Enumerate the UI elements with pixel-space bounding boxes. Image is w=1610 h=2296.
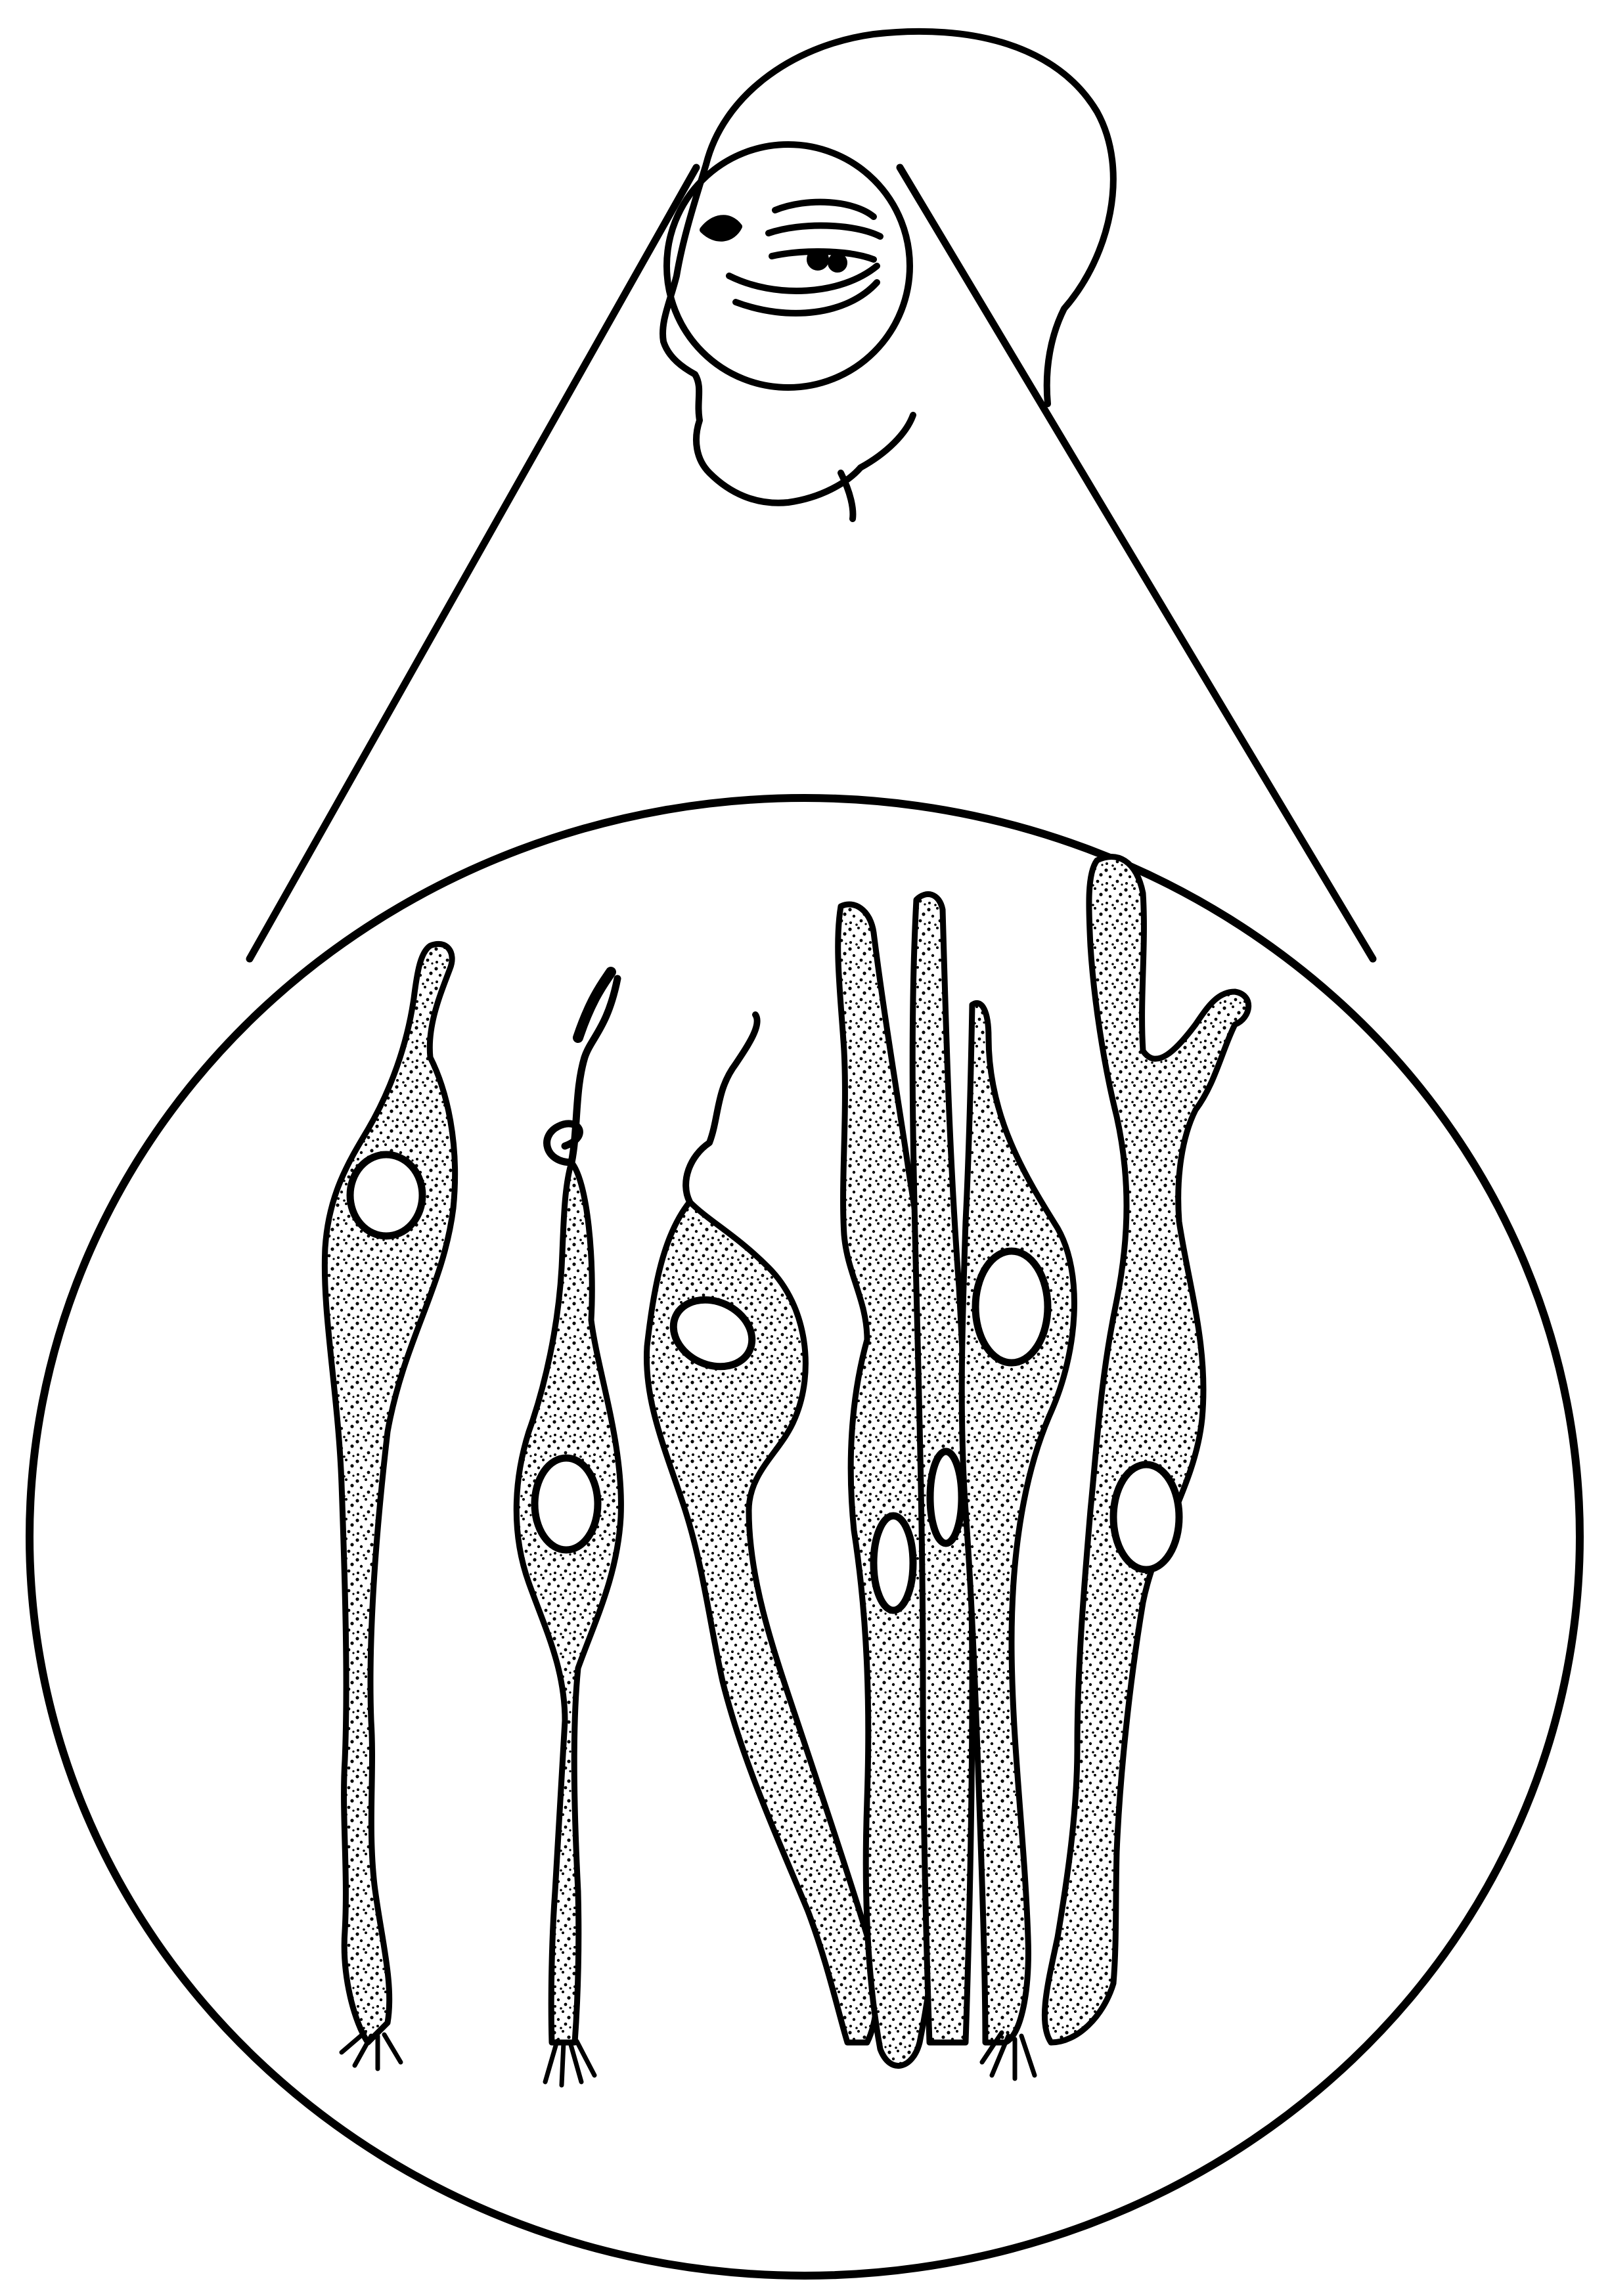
cell-group-icon bbox=[324, 856, 1248, 2085]
head-profile-icon bbox=[663, 32, 1113, 519]
magnified-circle-icon bbox=[30, 798, 1580, 2276]
cell-2 bbox=[516, 972, 621, 2085]
magnification-cone-icon bbox=[250, 167, 1373, 959]
cell-1 bbox=[324, 944, 455, 2069]
cell-6 bbox=[962, 1003, 1074, 2042]
